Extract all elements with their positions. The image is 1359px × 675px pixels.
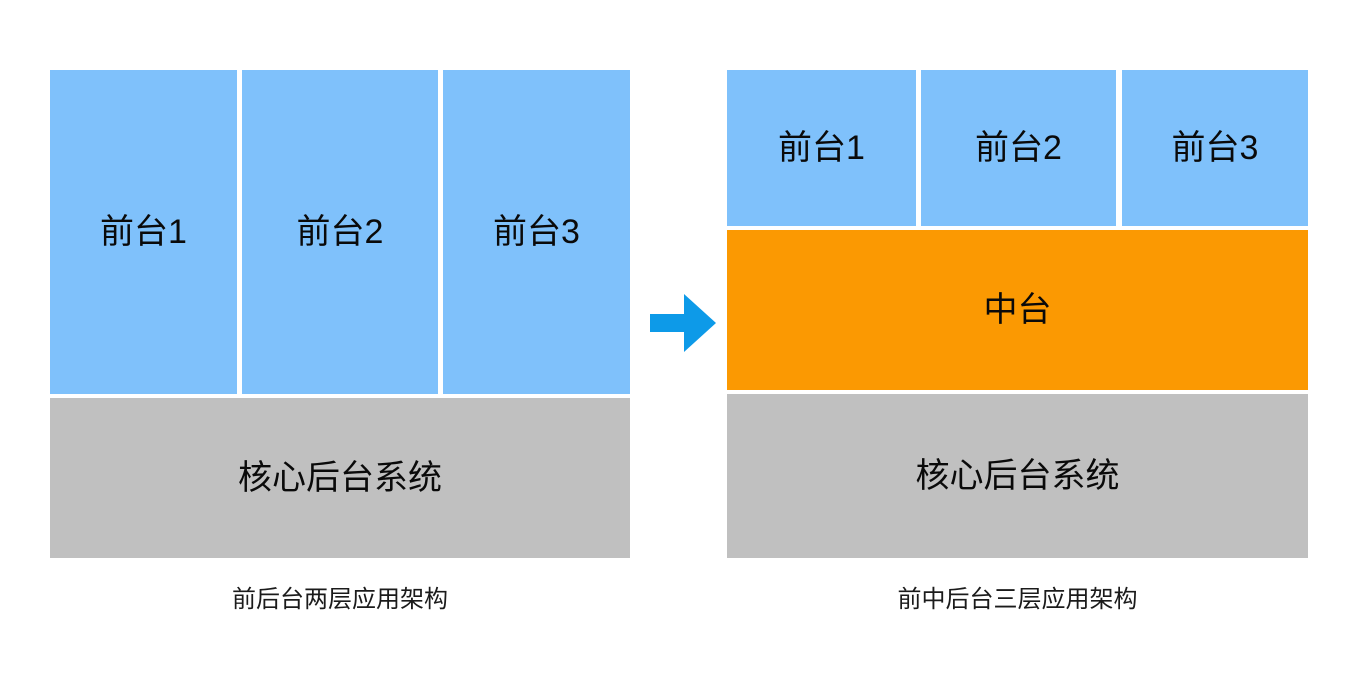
middle-platform-block: 中台 (727, 230, 1308, 390)
right-front-office-label-2: 前台2 (975, 129, 1062, 167)
right-front-office-block-1: 前台1 (727, 70, 916, 226)
right-front-office-label-3: 前台3 (1171, 129, 1259, 167)
two-layer-architecture-diagram: 前台1 前台2 前台3 核心后台系统 前后台两层应用架构 (50, 70, 630, 613)
right-diagram-caption: 前中后台三层应用架构 (897, 586, 1138, 613)
right-back-office-label: 核心后台系统 (915, 457, 1120, 495)
left-front-office-block-3: 前台3 (443, 70, 630, 394)
left-front-office-block-2: 前台2 (242, 70, 438, 394)
right-front-office-label-1: 前台1 (778, 129, 865, 167)
left-front-office-label-3: 前台3 (493, 213, 580, 251)
left-front-office-label-2: 前台2 (296, 213, 384, 251)
left-back-office-block: 核心后台系统 (50, 398, 630, 558)
left-front-office-block-1: 前台1 (50, 70, 237, 394)
right-front-office-block-2: 前台2 (921, 70, 1116, 226)
right-front-office-block-3: 前台3 (1122, 70, 1308, 226)
left-diagram-caption: 前后台两层应用架构 (232, 586, 448, 613)
arrow-right-icon (648, 288, 718, 358)
right-back-office-block: 核心后台系统 (727, 394, 1308, 558)
left-front-office-label-1: 前台1 (100, 213, 187, 251)
left-back-office-label: 核心后台系统 (238, 459, 442, 497)
middle-platform-label: 中台 (983, 291, 1052, 329)
